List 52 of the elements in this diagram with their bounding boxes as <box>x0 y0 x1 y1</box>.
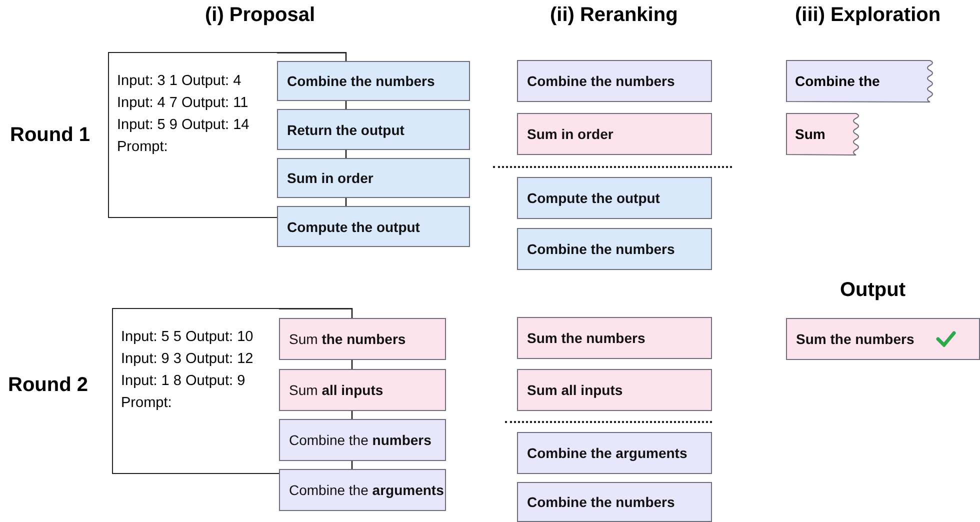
output-card <box>786 318 980 360</box>
round-label: Round 2 <box>8 374 88 397</box>
prompt-line: Prompt: <box>117 138 169 157</box>
prompt-box <box>112 308 279 474</box>
candidate-card <box>517 317 712 359</box>
column-heading: (i) Proposal <box>205 4 316 27</box>
prompt-box <box>108 52 277 218</box>
column-heading: (iii) Exploration <box>795 4 941 27</box>
prompt-line: Input: 5 5 Output: 10 <box>121 328 254 347</box>
candidate-card <box>517 369 712 411</box>
candidate-card <box>277 158 470 198</box>
candidate-card <box>517 60 712 102</box>
prompt-line: Input: 1 8 Output: 9 <box>121 372 246 391</box>
candidate-text: Combine the <box>795 73 880 89</box>
candidate-text: Sum <box>795 126 826 142</box>
round-label: Round 1 <box>10 124 90 147</box>
candidate-card <box>517 113 712 155</box>
candidate-text: Sum in order <box>527 126 614 142</box>
candidate-text: Combine the numbers <box>527 494 675 510</box>
candidate-card <box>279 469 446 511</box>
column-heading: (ii) Reranking <box>550 4 678 27</box>
candidate-card <box>279 369 446 411</box>
candidate-card <box>277 206 470 247</box>
prompt-line: Input: 9 3 Output: 12 <box>121 350 254 369</box>
prompt-line: Input: 4 7 Output: 11 <box>117 94 250 113</box>
candidate-card <box>517 177 712 219</box>
candidate-text: Sum in order <box>287 170 374 186</box>
candidate-text: Combine the arguments <box>527 445 688 461</box>
candidate-card <box>517 482 712 522</box>
candidate-text: Sum the numbers <box>796 331 914 347</box>
candidate-text: Combine the numbers <box>287 73 435 89</box>
prompt-line: Input: 3 1 Output: 4 <box>117 72 242 91</box>
candidate-text: Compute the output <box>527 190 660 206</box>
section-heading: Output <box>840 279 906 302</box>
candidate-card <box>277 61 470 101</box>
candidate-text: Compute the output <box>287 218 420 234</box>
candidate-card <box>277 109 470 150</box>
candidate-text: Combine the numbers <box>289 432 432 448</box>
candidate-card <box>279 419 446 461</box>
candidate-text: Combine the numbers <box>527 241 675 257</box>
prompt-line: Input: 5 9 Output: 14 <box>117 116 250 135</box>
candidate-text: Sum the numbers <box>289 331 406 347</box>
candidate-text: Sum the numbers <box>527 330 646 346</box>
candidate-text: Return the output <box>287 122 404 138</box>
candidate-card <box>279 318 446 360</box>
candidate-text: Sum all inputs <box>527 382 623 398</box>
candidate-text: Combine the numbers <box>527 73 675 89</box>
candidate-text: Combine the arguments <box>289 482 444 498</box>
candidate-card <box>517 228 712 270</box>
prompt-line: Prompt: <box>121 394 173 413</box>
candidate-text: Sum all inputs <box>289 382 384 398</box>
candidate-card <box>517 432 712 474</box>
